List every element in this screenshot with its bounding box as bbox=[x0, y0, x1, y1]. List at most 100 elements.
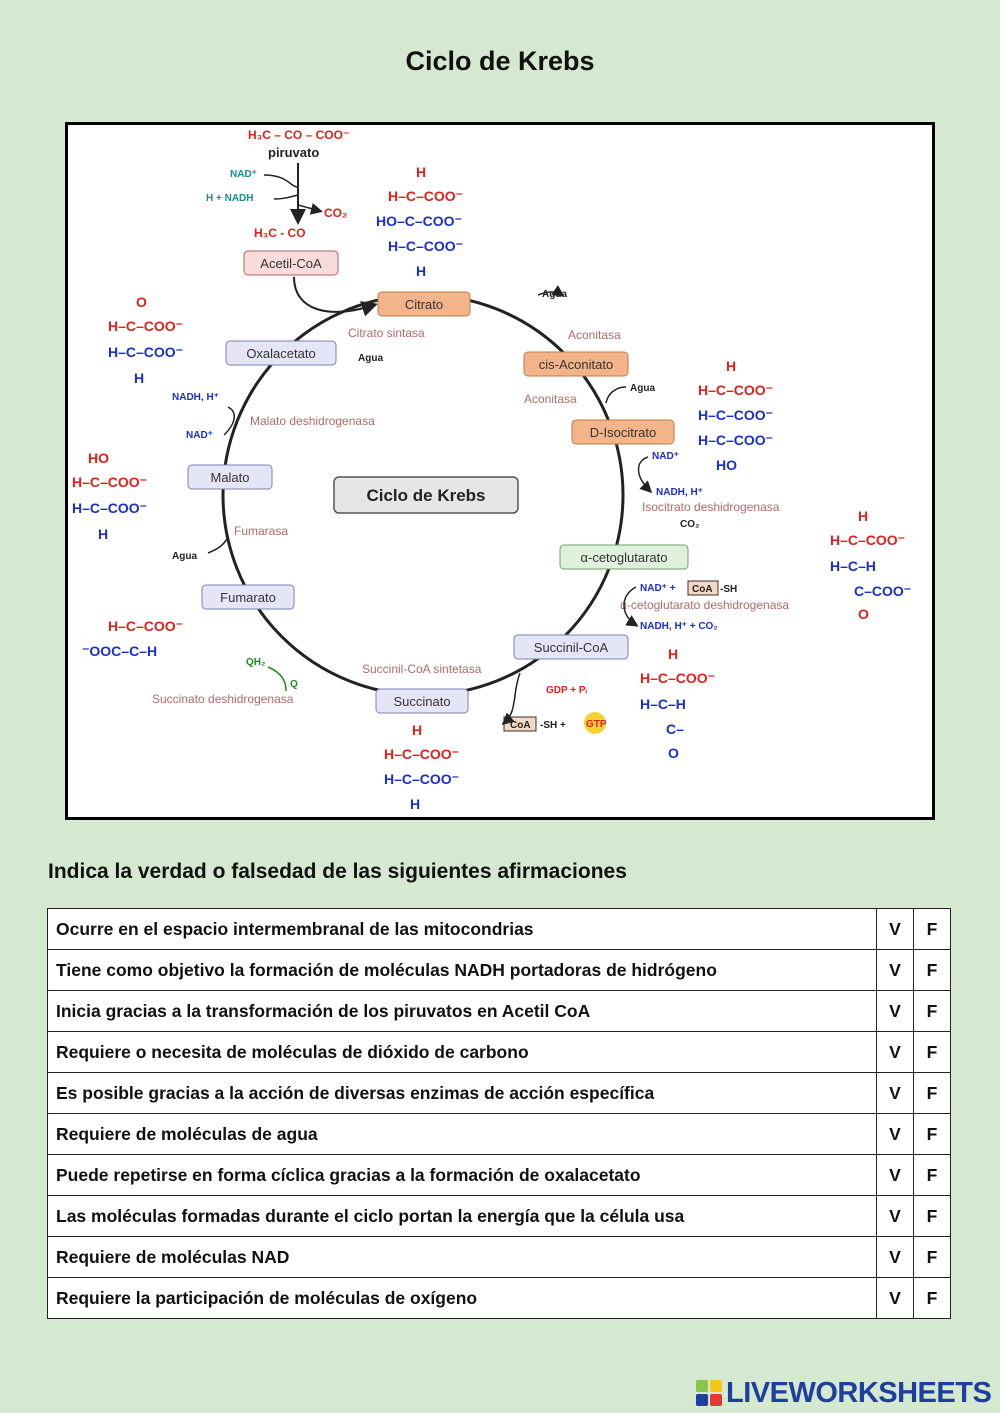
nadh-co2: NADH, H⁺ + CO₂ bbox=[640, 621, 718, 632]
gtp: GTP bbox=[586, 719, 607, 730]
co2-1: CO₂ bbox=[680, 519, 699, 530]
formula-citrato: H H–C–COO⁻ HO–C–COO⁻ H–C–COO⁻ H bbox=[376, 164, 463, 279]
statement-text: Puede repetirse en forma cíclica gracias… bbox=[47, 1154, 877, 1196]
node-acetil-coa: Acetil-CoA bbox=[243, 250, 339, 276]
svg-text:Malato: Malato bbox=[210, 470, 249, 485]
svg-text:H–C–H: H–C–H bbox=[830, 558, 876, 574]
formula-malato: HO H–C–COO⁻ H–C–COO⁻ H bbox=[72, 450, 147, 542]
agua-4: Agua bbox=[172, 551, 197, 562]
node-malato: Malato bbox=[187, 464, 273, 490]
acetil-arrow bbox=[293, 276, 378, 317]
svg-text:H–C–COO⁻: H–C–COO⁻ bbox=[640, 670, 715, 686]
option-true-button[interactable]: V bbox=[876, 1113, 914, 1155]
option-true-button[interactable]: V bbox=[876, 1277, 914, 1319]
formula-succinato: H H–C–COO⁻ H–C–COO⁻ H bbox=[384, 722, 459, 812]
node-succinil-coa: Succinil-CoA bbox=[513, 634, 629, 660]
statement-row: Ocurre en el espacio intermembranal de l… bbox=[47, 908, 951, 950]
svg-text:H: H bbox=[726, 358, 736, 374]
statement-text: Requiere de moléculas NAD bbox=[47, 1236, 877, 1278]
svg-text:D-Isocitrato: D-Isocitrato bbox=[590, 425, 656, 440]
enzyme-citrato-sintasa: Citrato sintasa bbox=[348, 326, 425, 340]
svg-text:H–C–COO⁻: H–C–COO⁻ bbox=[384, 746, 459, 762]
brand-text: LIVEWORKSHEETS bbox=[726, 1376, 992, 1409]
piruvato-formula: H₃C – CO – COO⁻ bbox=[248, 128, 349, 142]
option-true-button[interactable]: V bbox=[876, 1031, 914, 1073]
statement-row: Es posible gracias a la acción de divers… bbox=[47, 1072, 951, 1114]
option-false-button[interactable]: F bbox=[913, 1154, 951, 1196]
statement-text: Es posible gracias a la acción de divers… bbox=[47, 1072, 877, 1114]
statement-text: Tiene como objetivo la formación de molé… bbox=[47, 949, 877, 991]
enzyme-aconitasa-1: Aconitasa bbox=[568, 328, 621, 342]
center-label: Ciclo de Krebs bbox=[366, 486, 485, 505]
piruvato-label: piruvato bbox=[268, 145, 319, 160]
nadh-1: NADH, H⁺ bbox=[656, 487, 703, 498]
enzyme-aconitasa-2: Aconitasa bbox=[524, 392, 577, 406]
statement-row: Puede repetirse en forma cíclica gracias… bbox=[47, 1154, 951, 1196]
node-cis-aconitato: cis-Aconitato bbox=[523, 351, 629, 377]
svg-text:H: H bbox=[416, 164, 426, 180]
agua-2: Agua bbox=[542, 289, 567, 300]
option-false-button[interactable]: F bbox=[913, 1236, 951, 1278]
statement-text: Inicia gracias a la transformación de lo… bbox=[47, 990, 877, 1032]
svg-text:C–: C– bbox=[666, 721, 684, 737]
option-true-button[interactable]: V bbox=[876, 908, 914, 950]
nadh-pir: H + NADH bbox=[206, 193, 254, 204]
sh-2: -SH + bbox=[540, 720, 566, 731]
svg-text:H–C–H: H–C–H bbox=[640, 696, 686, 712]
acetil-formula: H₃C - CO bbox=[254, 226, 306, 240]
option-true-button[interactable]: V bbox=[876, 1195, 914, 1237]
statement-text: Ocurre en el espacio intermembranal de l… bbox=[47, 908, 877, 950]
svg-text:⁻OOC–C–H: ⁻OOC–C–H bbox=[82, 643, 157, 659]
svg-text:H: H bbox=[858, 508, 868, 524]
nad-malato: NAD⁺ bbox=[186, 430, 213, 441]
svg-text:H–C–COO⁻: H–C–COO⁻ bbox=[830, 532, 905, 548]
option-true-button[interactable]: V bbox=[876, 1154, 914, 1196]
option-false-button[interactable]: F bbox=[913, 990, 951, 1032]
option-false-button[interactable]: F bbox=[913, 1113, 951, 1155]
enzyme-fumarasa: Fumarasa bbox=[234, 524, 288, 538]
formula-cetoglutarato: H H–C–COO⁻ H–C–H C–COO⁻ O bbox=[830, 508, 911, 622]
coa-1: CoA bbox=[692, 584, 713, 595]
coa-2: CoA bbox=[510, 720, 531, 731]
formula-oxalacetato: O H–C–COO⁻ H–C–COO⁻ H bbox=[108, 294, 183, 386]
svg-text:Succinil-CoA: Succinil-CoA bbox=[534, 640, 609, 655]
svg-text:HO: HO bbox=[88, 450, 109, 466]
agua-1: Agua bbox=[358, 353, 383, 364]
statement-text: Las moléculas formadas durante el ciclo … bbox=[47, 1195, 877, 1237]
option-false-button[interactable]: F bbox=[913, 1277, 951, 1319]
node-succinato: Succinato bbox=[375, 688, 469, 714]
svg-text:Citrato: Citrato bbox=[405, 297, 443, 312]
svg-text:H–C–COO⁻: H–C–COO⁻ bbox=[72, 474, 147, 490]
nad-1: NAD⁺ bbox=[652, 451, 679, 462]
option-false-button[interactable]: F bbox=[913, 1195, 951, 1237]
svg-text:O: O bbox=[668, 745, 679, 761]
node-isocitrato: D-Isocitrato bbox=[571, 419, 675, 445]
option-false-button[interactable]: F bbox=[913, 1072, 951, 1114]
svg-text:H: H bbox=[412, 722, 422, 738]
svg-text:H: H bbox=[410, 796, 420, 812]
center-label-box bbox=[333, 476, 519, 514]
enzyme-cetoglutarato-dh: α-cetoglutarato deshidrogenasa bbox=[620, 598, 789, 612]
svg-text:H: H bbox=[134, 370, 144, 386]
option-false-button[interactable]: F bbox=[913, 908, 951, 950]
option-true-button[interactable]: V bbox=[876, 1236, 914, 1278]
option-true-button[interactable]: V bbox=[876, 949, 914, 991]
svg-text:H–C–COO⁻: H–C–COO⁻ bbox=[388, 188, 463, 204]
svg-text:cis-Aconitato: cis-Aconitato bbox=[539, 357, 613, 372]
option-false-button[interactable]: F bbox=[913, 1031, 951, 1073]
statement-row: Tiene como objetivo la formación de molé… bbox=[47, 949, 951, 991]
option-true-button[interactable]: V bbox=[876, 990, 914, 1032]
svg-text:H–C–COO⁻: H–C–COO⁻ bbox=[698, 407, 773, 423]
page-title: Ciclo de Krebs bbox=[405, 46, 595, 76]
svg-text:Fumarato: Fumarato bbox=[220, 590, 276, 605]
option-true-button[interactable]: V bbox=[876, 1072, 914, 1114]
instruction-heading: Indica la verdad o falsedad de las sigui… bbox=[48, 860, 627, 883]
node-cetoglutarato: α-cetoglutarato bbox=[559, 544, 689, 570]
svg-text:Acetil-CoA: Acetil-CoA bbox=[260, 256, 322, 271]
statement-row: Las moléculas formadas durante el ciclo … bbox=[47, 1195, 951, 1237]
svg-text:H–C–COO⁻: H–C–COO⁻ bbox=[384, 771, 459, 787]
sh-1: -SH bbox=[720, 584, 737, 595]
option-false-button[interactable]: F bbox=[913, 949, 951, 991]
